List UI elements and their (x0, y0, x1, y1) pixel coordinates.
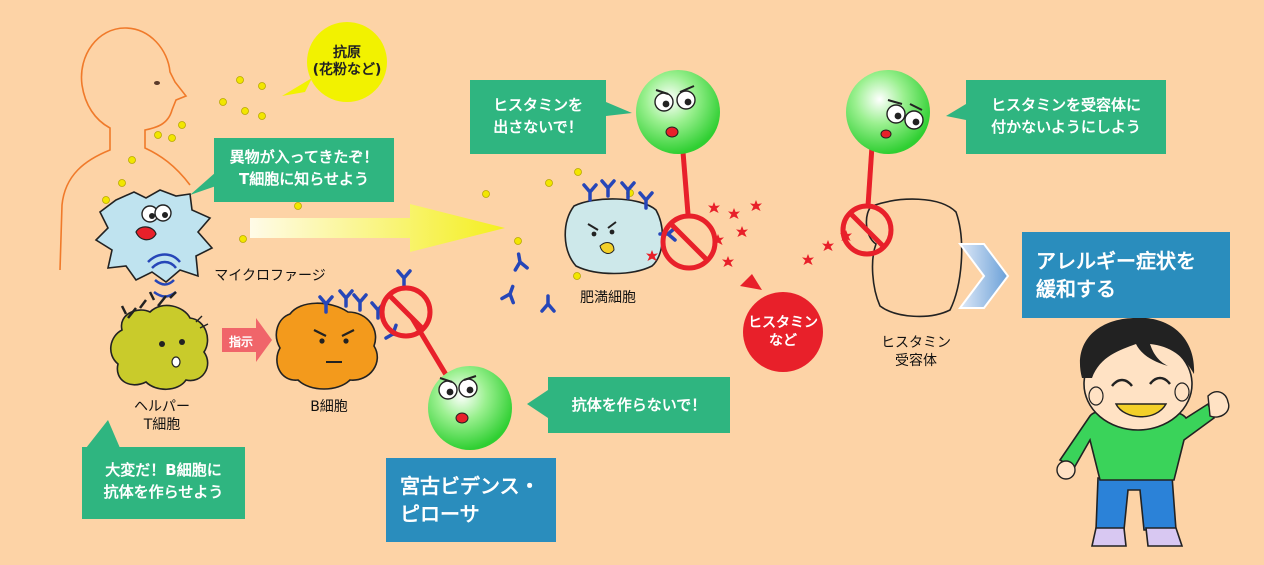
bidens-character-icon (846, 70, 930, 154)
histamine-icon (646, 200, 852, 267)
helper-t-cell-label: ヘルパー T細胞 (134, 399, 190, 433)
histamine-receptor-label: ヒスタミン 受容体 (881, 335, 951, 369)
dont-make-antibody-message: 抗体を作らないで！ (548, 377, 730, 433)
helper-t-cell-icon (110, 291, 209, 391)
instruction-arrow (222, 318, 272, 362)
antigen-bubble (282, 22, 387, 102)
b-cell-message: 大変だ！B細胞に 抗体を作らせよう (82, 447, 245, 519)
arrow-icon (958, 243, 1010, 309)
product-name-box: 宮古ビデンス・ ピローサ (386, 458, 556, 542)
histamine-etc-label: ヒスタミン など (748, 315, 818, 349)
receptor-icon (865, 198, 963, 318)
prohibition-icon (840, 145, 894, 257)
bidens-character-icon (428, 366, 512, 450)
mast-cell-label: 肥満細胞 (580, 290, 636, 306)
happy-child-icon (1056, 317, 1230, 547)
macrophage-label: マイクロファージ (214, 268, 326, 284)
bidens-character-icon (636, 70, 720, 154)
instruction-label: 指示 (228, 335, 253, 349)
b-cell-icon (275, 302, 379, 390)
relief-result-box: アレルギー症状を 緩和する (1022, 232, 1230, 318)
antigen-label: 抗原 (花粉など) (312, 45, 382, 78)
mast-cell-icon (564, 179, 677, 275)
human-outline-icon (59, 27, 191, 271)
histamine-bubble (740, 274, 823, 372)
arrow-icon (250, 204, 505, 252)
prohibition-icon (660, 151, 718, 271)
prohibition-icon (379, 285, 451, 380)
macrophage-icon (94, 189, 214, 298)
dont-release-histamine-message: ヒスタミンを 出さないで！ (470, 80, 606, 154)
foreign-body-message: 異物が入ってきたぞ！ T細胞に知らせよう (214, 138, 394, 202)
block-receptor-message: ヒスタミンを受容体に 付かないようにしよう (966, 80, 1166, 154)
b-cell-label: B細胞 (310, 399, 348, 415)
